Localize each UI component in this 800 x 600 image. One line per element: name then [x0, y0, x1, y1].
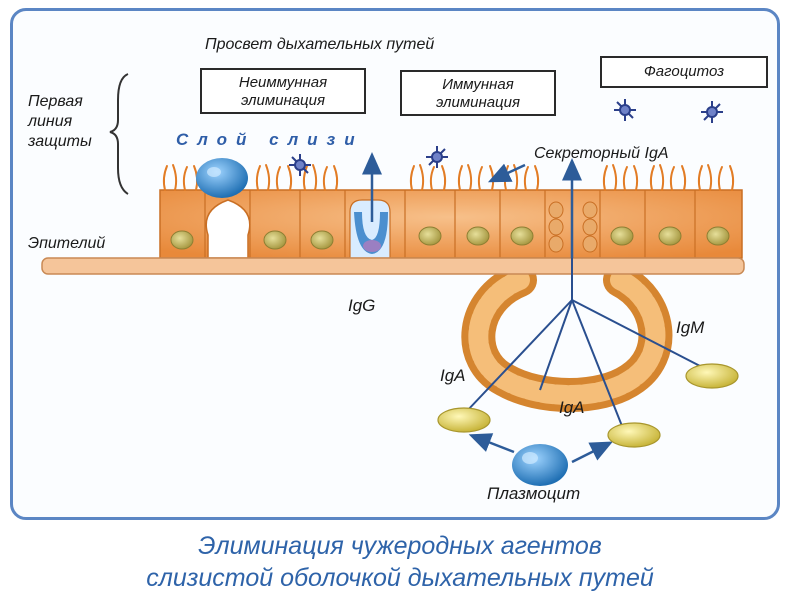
bacterium-icon: [196, 158, 248, 198]
lumen-label: Просвет дыхательных путей: [205, 36, 435, 53]
phagocytosis-box: Фагоцитоз: [600, 56, 768, 88]
epithelial-cells: [159, 164, 743, 259]
antibody-paths: [465, 258, 701, 427]
igm-label: IgM: [676, 318, 705, 337]
caption-line-1: Элиминация чужеродных агентов: [198, 532, 602, 560]
iga-left-label: IgA: [440, 366, 466, 385]
caption-line-2: слизистой оболочкой дыхательных путей: [146, 564, 654, 592]
iga-right-label: IgA: [559, 398, 585, 417]
antibody-icon: [437, 363, 739, 448]
first-line-label: Первая линия защиты: [28, 93, 92, 150]
gland: [461, 263, 673, 412]
secretory-iga-label: Секреторный IgA: [534, 145, 669, 162]
igg-label: IgG: [348, 296, 376, 315]
nonimmune-elimination-box: Неиммунная элиминация: [200, 68, 366, 114]
antigen-icon: [289, 99, 723, 176]
immune-elimination-box: Иммунная элиминация: [400, 70, 556, 116]
first-line-brace: [109, 73, 129, 195]
plasmocyte-icon: [512, 444, 568, 486]
plasmocyte-label: Плазмоцит: [487, 484, 581, 503]
mucus-layer-label: Слой слизи: [176, 130, 364, 149]
epithelium-label: Эпителий: [28, 235, 106, 252]
basement-membrane: [41, 257, 745, 275]
flow-arrows: [362, 152, 613, 464]
